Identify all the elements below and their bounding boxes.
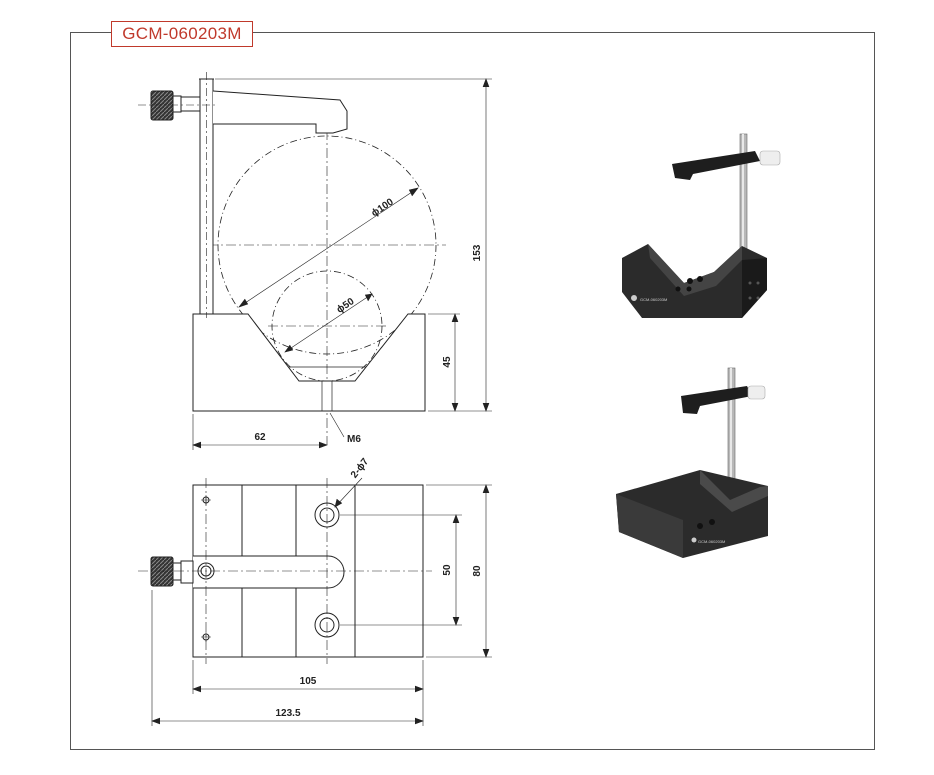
product-photo-side: GCM-060203M bbox=[616, 367, 768, 558]
front-view-dimensions bbox=[192, 78, 492, 450]
knurled-knob bbox=[150, 90, 174, 121]
dim-50: 50 bbox=[442, 564, 453, 576]
dim-62: 62 bbox=[254, 432, 266, 443]
dim-m6: M6 bbox=[347, 434, 361, 445]
dim-105: 105 bbox=[300, 676, 317, 687]
dim-45: 45 bbox=[442, 356, 453, 368]
top-view bbox=[138, 478, 432, 664]
drawing-frame bbox=[70, 32, 875, 750]
front-view bbox=[138, 72, 446, 445]
v-block-base bbox=[192, 313, 426, 412]
clamp-arm bbox=[212, 90, 348, 134]
arm-top-outline bbox=[193, 555, 345, 589]
product-label-2: GCM-060203M bbox=[698, 539, 725, 544]
knurled-knob-top bbox=[150, 556, 174, 587]
top-view-dimensions bbox=[151, 477, 492, 726]
dim-153: 153 bbox=[472, 244, 483, 261]
model-number-tag: GCM-060203M bbox=[111, 21, 253, 47]
product-photo-front: GCM-060203M bbox=[622, 133, 781, 318]
dim-123-5: 123.5 bbox=[275, 708, 300, 719]
product-label-1: GCM-060203M bbox=[640, 297, 667, 302]
dim-80: 80 bbox=[472, 565, 483, 577]
dim-phi50: ϕ50 bbox=[335, 296, 357, 316]
dim-phi100: ϕ100 bbox=[370, 196, 397, 219]
dim-2-phi7: 2-ϕ7 bbox=[349, 456, 371, 480]
